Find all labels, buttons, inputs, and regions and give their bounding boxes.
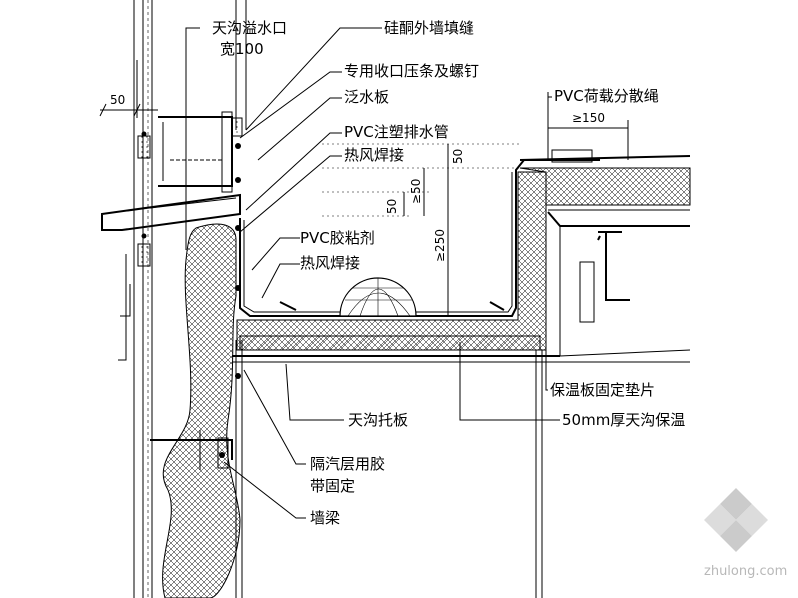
label-pvc-adhesive: PVC胶粘剂 [300,229,375,247]
roof-purlin [559,226,630,356]
weld-mark-1 [279,301,297,311]
gutter-insulation [236,171,547,351]
label-gutter-insulation: 50mm厚天沟保温 [562,411,685,429]
label-hot-air-weld-1: 热风焊接 [344,146,404,164]
gutter-support-board [239,335,541,351]
label-silicone-seal: 硅酮外墙填缝 [384,19,474,37]
dim-150: ≥150 [547,92,629,160]
label-pvc-load-rope: PVC荷载分散绳 [554,87,659,105]
exterior-wall [133,0,247,598]
seal-block-3 [231,117,243,137]
gutter-membrane [239,159,600,317]
label-gutter-overflow-width: 宽100 [220,40,264,58]
label-vapor-barrier-tape: 带固定 [310,477,355,495]
label-flashing: 泛水板 [344,88,389,106]
column-lines [235,340,543,598]
watermark-logo [704,488,768,552]
dim-left-50: 50 [99,60,158,118]
seal-block-1 [137,135,151,159]
drain-dome [339,277,417,317]
label-closure-strip: 专用收口压条及螺钉 [344,62,479,80]
wall-purlin-lower [150,430,233,470]
overflow-spout [101,193,241,231]
label-gutter-overflow: 天沟溢水口 [212,19,287,37]
seal-block-2 [137,243,151,267]
watermark-text: zhulong.com [704,564,787,579]
svg-text:50: 50 [451,149,465,164]
label-hot-air-weld-2: 热风焊接 [300,254,360,272]
fasteners [141,131,241,458]
svg-text:≥50: ≥50 [409,179,423,204]
svg-text:50: 50 [385,199,399,214]
wall-insulation-fill [162,223,241,598]
svg-text:≥250: ≥250 [433,229,447,262]
label-insulation-washer: 保温板固定垫片 [550,381,655,399]
label-pvc-drain: PVC注塑排水管 [344,123,449,141]
weld-mark-2 [489,301,505,311]
dim-vertical-set: 50 ≥50 50 ≥250 [322,143,520,316]
wall-purlin-upper [158,111,233,193]
label-gutter-support: 天沟托板 [348,411,408,429]
label-vapor-barrier: 隔汽层用胶 [310,455,385,473]
label-wall-beam: 墙梁 [310,509,340,527]
leader-lines [118,27,560,519]
svg-text:50: 50 [110,93,125,107]
svg-text:≥150: ≥150 [572,111,605,125]
